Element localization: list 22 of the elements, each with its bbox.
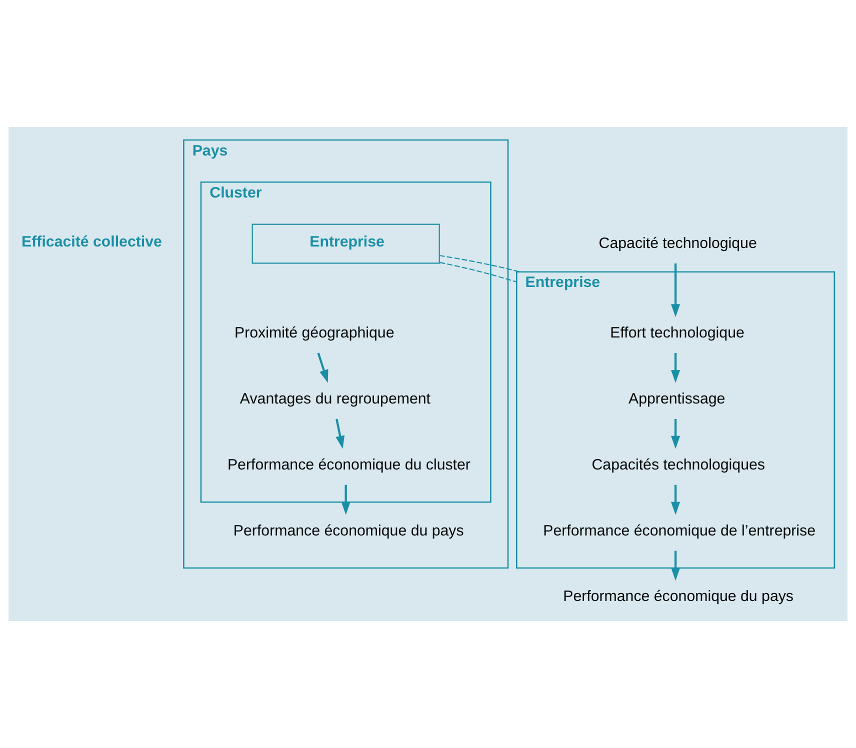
label: Efficacité collective — [22, 234, 162, 251]
arrow — [341, 484, 350, 515]
node-text: Capacité technologique — [598, 234, 757, 252]
connector — [439, 254, 520, 272]
arrow — [671, 353, 680, 383]
node-text: Performance économique du pays — [233, 522, 464, 540]
arrow — [671, 263, 680, 318]
node-text: Proximité géographique — [234, 324, 394, 342]
node-text: Apprentissage — [628, 390, 726, 408]
arrow — [671, 484, 680, 515]
node-text: Performance économique du cluster — [227, 456, 470, 474]
node-text: Effort technologique — [610, 324, 744, 342]
connector — [440, 262, 517, 282]
node-text: Performance économique de l’entreprise — [543, 522, 816, 540]
arrow — [336, 418, 345, 449]
node-text: Performance économique du pays — [563, 588, 794, 606]
node-text: Avantages du regroupement — [240, 390, 431, 408]
arrow — [317, 352, 328, 383]
node-text: Capacités technologiques — [592, 456, 765, 474]
arrow — [671, 550, 680, 581]
node-box: Entreprise — [252, 224, 440, 264]
arrow — [671, 418, 680, 449]
